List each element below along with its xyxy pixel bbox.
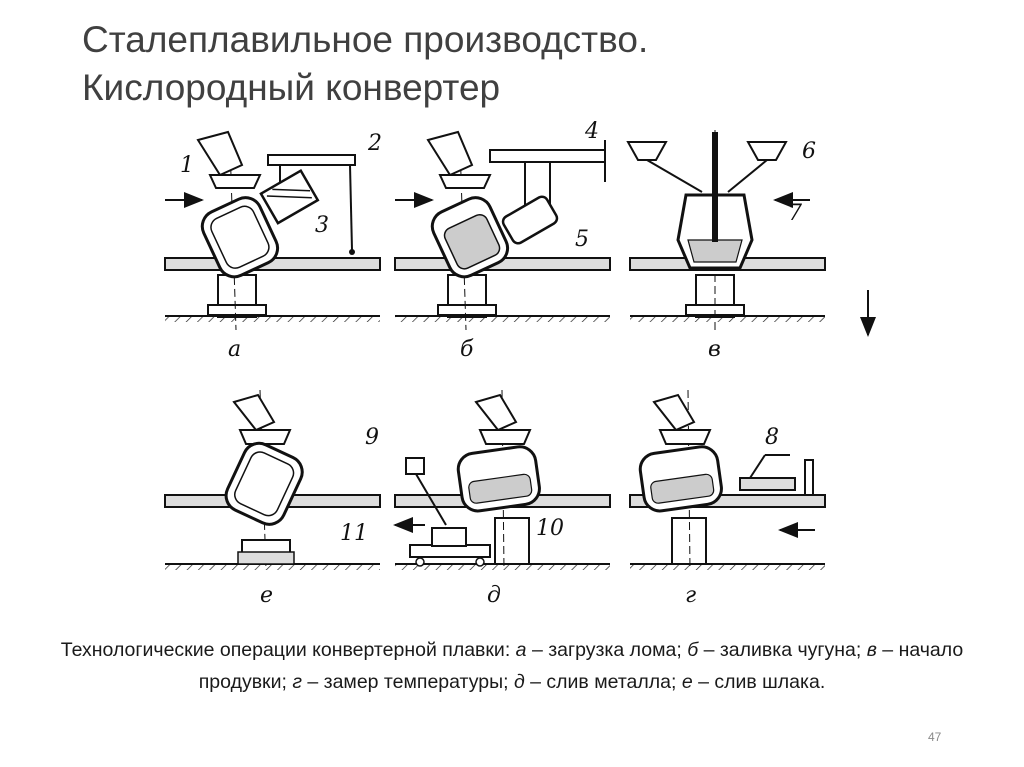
page-number: 47 (928, 730, 942, 744)
caption-key-d: д (513, 671, 525, 693)
callout-7: 7 (788, 201, 802, 226)
panel-g: 8 г (629, 389, 826, 608)
panel-v: 6 7 в (626, 130, 826, 362)
title-line-2: Кислородный конвертер (82, 67, 501, 108)
converter-operations-diagram: 1 2 3 а 4 5 б (164, 120, 876, 608)
panel-label-b: б (460, 337, 474, 362)
panel-label-d: д (487, 583, 501, 608)
caption-key-b: б (687, 639, 699, 661)
caption-key-g: г (292, 671, 302, 693)
panel-b: 4 5 б (394, 120, 611, 362)
title-line-1: Сталеплавильное производство. (82, 19, 649, 60)
callout-9: 9 (365, 425, 379, 450)
panel-d: 9 10 д (365, 389, 611, 608)
panel-label-v: в (708, 337, 721, 362)
panel-a: 1 2 3 а (164, 130, 382, 362)
panel-label-a: а (228, 337, 241, 362)
caption-text-v: – начало продувки; (198, 639, 964, 693)
panel-label-g: г (685, 583, 696, 608)
panel-label-e: е (260, 583, 273, 608)
caption-text-b: – заливка чугуна; (698, 639, 867, 661)
caption-key-e: е (681, 671, 693, 693)
caption-text-a: – загрузка лома; (526, 639, 688, 661)
slide-title: Сталеплавильное производство. Кислородны… (82, 16, 648, 112)
callout-3: 3 (315, 213, 329, 238)
caption-key-a: а (515, 639, 527, 661)
caption-key-v: в (866, 639, 877, 661)
callout-8: 8 (765, 425, 779, 450)
callout-10: 10 (536, 516, 564, 541)
caption-lead: Технологические операции конвертерной пл… (60, 639, 516, 661)
caption-text-d: – слив металла; (524, 671, 682, 693)
callout-1: 1 (180, 153, 194, 178)
caption-text-g: – замер температуры; (301, 671, 514, 693)
panel-e: 11 е (164, 389, 381, 608)
callout-6: 6 (802, 139, 816, 164)
callout-4: 4 (584, 120, 599, 144)
figure-caption: Технологические операции конвертерной пл… (20, 634, 1004, 698)
callout-11: 11 (340, 521, 368, 546)
caption-text-e: – слив шлака. (692, 671, 826, 693)
callout-5: 5 (575, 227, 589, 252)
callout-2: 2 (367, 131, 382, 156)
